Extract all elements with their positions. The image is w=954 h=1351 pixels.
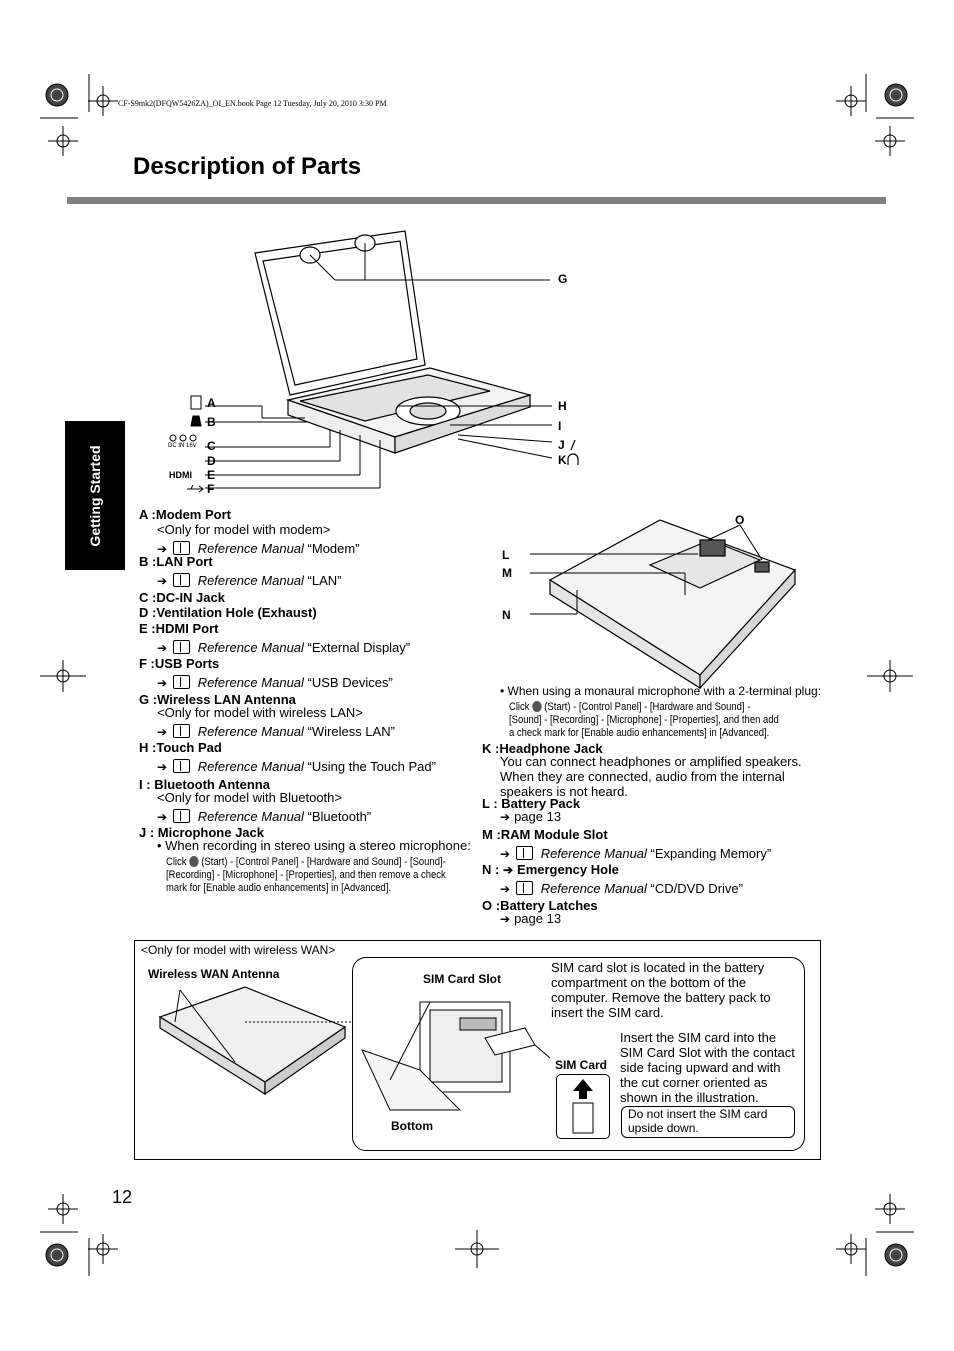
part-c: C :DC-IN Jack [139, 590, 225, 605]
label-b: B [207, 415, 216, 429]
mic-mono-detail: Click (Start) - [Control Panel] - [Hardw… [509, 701, 779, 739]
reference-manual-icon [173, 541, 191, 555]
mic-stereo-note: • When recording in stereo using a stere… [157, 838, 471, 853]
label-i: I [558, 419, 562, 433]
reference-manual-icon [173, 675, 191, 689]
part-k: K :Headphone Jack [482, 741, 603, 756]
sim-card-icon-box [556, 1074, 610, 1139]
sim-slot-label: SIM Card Slot [423, 972, 502, 986]
label-j: J [558, 438, 565, 452]
jack-icons [567, 439, 579, 465]
label-k: K [558, 453, 567, 467]
start-orb-icon [189, 856, 199, 867]
modem-icon [190, 395, 202, 410]
label-c: C [207, 439, 216, 453]
laptop-front-illustration [205, 230, 553, 489]
page-link-l[interactable]: page 13 [514, 809, 562, 824]
part-i: I : Bluetooth Antenna [139, 777, 270, 792]
sim-slot-illustration [361, 1001, 550, 1111]
microphone-icon [570, 439, 576, 451]
book-header: CF-S9mk2(DFQW5426ZA)_OI_EN.book Page 12 … [118, 99, 387, 108]
sim-card-panel [352, 957, 805, 1151]
sim-warning-box [621, 1106, 795, 1138]
laptop-bottom-illustration [530, 519, 797, 690]
side-tab: Getting Started [65, 421, 125, 570]
label-e: E [207, 468, 216, 482]
part-g: G :Wireless LAN Antenna [139, 692, 296, 707]
part-a: A :Modem Port <Only for model with modem… [139, 507, 360, 556]
label-d: D [207, 454, 216, 468]
label-h: H [558, 399, 567, 413]
part-k-desc: You can connect headphones or amplified … [500, 754, 802, 799]
reference-manual-icon [173, 759, 191, 773]
headphone-icon [567, 453, 579, 465]
label-g: G [558, 272, 568, 286]
lan-icon [190, 415, 202, 427]
wireless-wan-box [134, 940, 821, 1160]
label-n: N [502, 608, 511, 622]
left-parts-list: A :Modem Port <Only for model with modem… [139, 507, 479, 556]
bottom-label: Bottom [391, 1119, 433, 1133]
reference-manual-icon [516, 846, 534, 860]
sim-insert-arrow-icon [572, 1079, 594, 1134]
part-j: J : Microphone Jack [139, 825, 264, 840]
dc-in-label: DC IN 16V [168, 443, 197, 449]
mic-mono-note: • When using a monaural microphone with … [500, 684, 822, 698]
part-b: B :LAN Port [139, 554, 213, 569]
wan-antenna-label: Wireless WAN Antenna [148, 967, 280, 981]
part-d: D :Ventilation Hole (Exhaust) [139, 605, 317, 620]
reference-manual-icon [516, 881, 534, 895]
page-link-o[interactable]: page 13 [514, 911, 562, 926]
title-rule [67, 197, 886, 204]
page-title: Description of Parts [133, 153, 362, 180]
port-icons [169, 395, 204, 493]
part-e: E :HDMI Port [139, 621, 219, 636]
start-orb-icon [532, 701, 542, 712]
sim-card-label: SIM Card [555, 1058, 608, 1072]
label-m: M [502, 566, 512, 580]
label-a: A [207, 396, 216, 410]
part-m: M :RAM Module Slot [482, 827, 608, 842]
label-f: F [207, 482, 215, 496]
label-l: L [502, 548, 510, 562]
part-l: L : Battery Pack [482, 796, 581, 811]
usb-icon [187, 484, 204, 493]
label-o: O [735, 513, 745, 527]
laptop-closed-illustration [158, 986, 352, 1096]
reference-manual-icon [173, 573, 191, 587]
reference-manual-icon [173, 809, 191, 823]
part-f: F :USB Ports [139, 656, 220, 671]
part-h: H :Touch Pad [139, 740, 222, 755]
wan-heading: <Only for model with wireless WAN> [141, 943, 336, 957]
part-o: O :Battery Latches [482, 898, 598, 913]
page-number: 12 [112, 1187, 133, 1207]
reference-manual-icon [173, 724, 191, 738]
hdmi-label: HDMI [169, 470, 192, 480]
mic-stereo-detail: Click (Start) - [Control Panel] - [Hardw… [166, 856, 446, 894]
part-n: N : ➔Emergency Hole [482, 862, 619, 877]
reference-manual-icon [173, 640, 191, 654]
